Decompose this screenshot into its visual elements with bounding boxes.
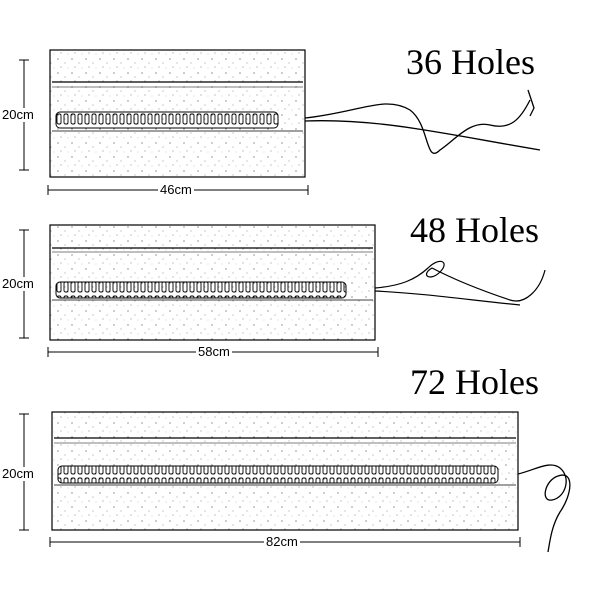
roll-72-holes xyxy=(19,411,571,553)
width-label: 46cm xyxy=(158,182,194,197)
tie-strap xyxy=(304,99,541,154)
pen-loop-strip xyxy=(57,465,499,484)
roll-title: 48 Holes xyxy=(410,210,539,250)
pen-loop-strip xyxy=(55,111,279,129)
roll-title: 36 Holes xyxy=(406,42,535,82)
width-label: 82cm xyxy=(264,534,300,549)
height-label: 20cm xyxy=(2,466,34,481)
roll-36-holes xyxy=(19,49,541,195)
height-label: 20cm xyxy=(2,107,34,122)
roll-48-holes xyxy=(19,224,546,357)
tie-strap xyxy=(517,464,571,553)
roll-title: 72 Holes xyxy=(410,362,539,402)
height-label: 20cm xyxy=(2,276,34,291)
width-label: 58cm xyxy=(196,344,232,359)
pen-loop-strip xyxy=(55,281,347,299)
tie-strap xyxy=(374,260,546,306)
